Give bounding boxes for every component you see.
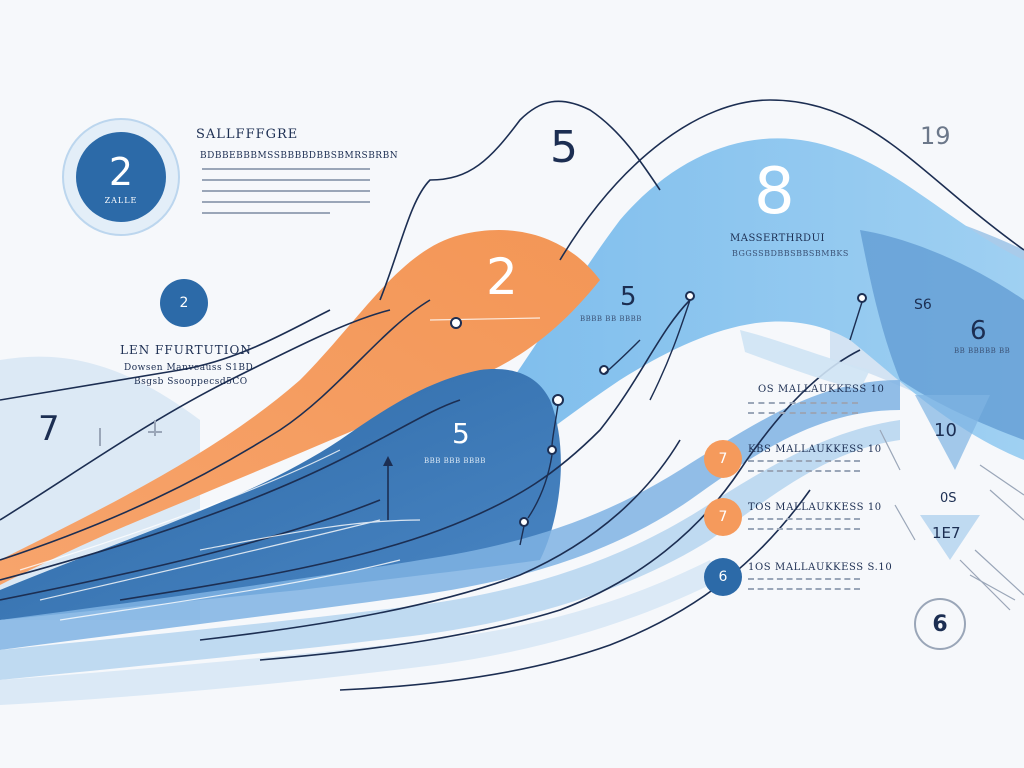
up-arrow-icon	[383, 456, 393, 520]
blue-peak-heading: MASSERTHRDUI	[730, 233, 825, 244]
text-line	[202, 190, 370, 192]
right-small-label: S6	[914, 297, 932, 313]
top-left-text-lines	[202, 168, 370, 223]
blue-peak-number: 8	[754, 155, 795, 229]
text-line	[202, 212, 330, 214]
orange-peak	[0, 230, 600, 585]
list-row-header: OS MALLAUKKESS 10	[758, 384, 885, 395]
right-shard-upper	[915, 395, 990, 470]
circle-node-icon	[519, 517, 529, 527]
list-row-line	[748, 518, 860, 520]
top-left-subheading: BDBBEBBBMSSBBBBDBBSBMRSBRBN	[200, 151, 399, 161]
list-row-text: TOS MALLAUKKESS 10	[748, 502, 882, 513]
list-row-badge-number: 7	[718, 451, 728, 467]
right-label-b: 1E7	[932, 524, 961, 542]
right-number-six: 6	[970, 316, 987, 346]
left-badge: 2	[160, 279, 208, 327]
right-six-label: BB BBBBB BB	[954, 347, 1011, 355]
list-row-line	[748, 528, 860, 530]
list-row-line	[748, 588, 860, 590]
sky-blue-peak	[450, 138, 1024, 500]
dark-wave-number: 5	[452, 417, 470, 450]
text-line	[202, 201, 370, 203]
list-row-header-line	[748, 402, 858, 404]
text-line	[202, 179, 370, 181]
mid-sky-label: BBBB BB BBBB	[580, 315, 642, 323]
ribbon-band-2	[0, 420, 900, 680]
top-left-badge: 2 ZALLE	[62, 118, 180, 236]
circle-node-icon	[547, 445, 557, 455]
circle-node-icon	[599, 365, 609, 375]
dark-wave-label: BBB BBB BBBB	[424, 457, 486, 465]
ribbon-band-3	[0, 560, 720, 705]
left-line-2: Bsgsb Ssooppecsd5CO	[134, 377, 248, 387]
list-row-header-line-2	[748, 412, 858, 414]
top-left-heading: SALLFFFGRE	[196, 127, 299, 142]
tick-markers	[99, 420, 162, 446]
orange-peak-number: 2	[486, 248, 518, 306]
mid-blue-band-right	[860, 230, 1024, 440]
right-label-a: 0S	[940, 491, 957, 506]
top-left-badge-caption: ZALLE	[104, 195, 138, 205]
list-row-line	[748, 578, 860, 580]
ribbon-band-1	[0, 380, 900, 650]
list-row-badge: 6	[704, 558, 742, 596]
node-connectors	[519, 299, 863, 546]
top-left-badge-number: 2	[108, 149, 134, 194]
list-row-badge-number: 7	[718, 509, 728, 525]
left-heading: LEN FFURTUTION	[120, 343, 252, 357]
list-row-line	[748, 460, 860, 462]
ring-badge: 6	[914, 598, 966, 650]
list-row-badge-number: 6	[718, 569, 728, 585]
list-row-text: 1OS MALLAUKKESS S.10	[748, 562, 893, 573]
corner-number: 19	[920, 122, 951, 150]
left-line-1: Dowsen Manveauss S1BD	[124, 363, 254, 373]
circle-node-icon	[685, 291, 695, 301]
top-peak-number: 5	[550, 122, 578, 173]
circle-node-icon	[857, 293, 867, 303]
top-left-badge-inner: 2 ZALLE	[76, 132, 166, 222]
circle-node-icon	[552, 394, 564, 406]
left-side-number: 7	[38, 409, 60, 449]
left-badge-number: 2	[179, 295, 189, 311]
blue-peak-subheading: BGGSSBDBBSBBSBMBKS	[732, 249, 849, 258]
deep-blue-wave	[0, 369, 561, 620]
text-line	[202, 168, 370, 170]
right-hatching	[879, 429, 1024, 611]
list-row-badge: 7	[704, 440, 742, 478]
circle-node-icon	[450, 317, 462, 329]
list-row-line	[748, 470, 860, 472]
right-band-number: 10	[934, 420, 957, 441]
list-row-badge: 7	[704, 498, 742, 536]
mid-sky-number: 5	[620, 282, 637, 312]
list-row-text: KBS MALLAUKKESS 10	[748, 444, 882, 455]
outline-curves	[0, 99, 1024, 691]
highlight-lines	[19, 317, 541, 621]
sky-band-mid	[740, 330, 870, 390]
right-shard-lower	[920, 515, 980, 560]
ring-badge-number: 6	[932, 611, 948, 637]
